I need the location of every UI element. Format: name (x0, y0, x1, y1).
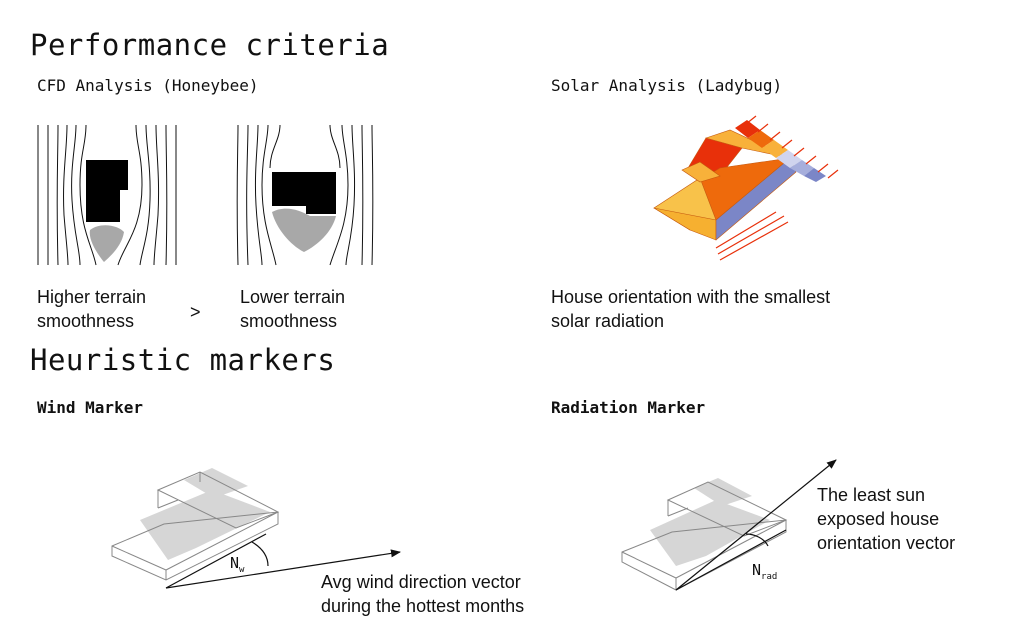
wake-zone-right (272, 208, 336, 252)
wind-house-model (111, 468, 280, 581)
radiation-caption-line2: exposed house (817, 509, 940, 529)
streamline (371, 124, 374, 266)
wind-caption-line2: during the hottest months (321, 596, 525, 616)
cfd-right-caption-line1: Lower terrain (240, 287, 346, 307)
house-shading-upper (184, 468, 248, 498)
streamline (261, 124, 277, 266)
radiation-vector-label: Nrad (752, 561, 777, 582)
house-orientation-line (675, 529, 787, 591)
radiation-marker-title: Radiation Marker (551, 398, 706, 417)
streamline (254, 124, 263, 266)
house-shading (140, 490, 270, 560)
streamline (56, 124, 59, 266)
streamline (71, 124, 81, 266)
radiation-color-legend (735, 120, 826, 182)
wind-symbol: N (230, 554, 240, 572)
wake-zone-left (89, 225, 124, 262)
cfd-left-caption-line2: smoothness (37, 311, 135, 331)
wall-blue-right (715, 157, 797, 241)
streamline (236, 124, 239, 266)
wind-subscript: w (239, 565, 245, 575)
radiation-vectors (675, 459, 837, 591)
radiation-caption-line1: The least sun (817, 485, 926, 505)
solar-caption-line1: House orientation with the smallest (551, 287, 831, 307)
wind-direction-vector (165, 549, 401, 589)
streamline (79, 124, 97, 266)
radiation-angle-arc (745, 533, 769, 547)
streamline (117, 124, 143, 266)
streamline (165, 124, 168, 266)
radiation-symbol: N (752, 561, 762, 579)
wide-building-footprint (272, 172, 336, 214)
wind-angle-arc (251, 541, 269, 567)
wind-caption-line1: Avg wind direction vector (321, 572, 521, 592)
streamline (246, 124, 249, 266)
radiation-vector (675, 459, 837, 591)
house-orientation-line (165, 533, 267, 589)
tall-building-footprint (86, 160, 128, 222)
heuristic-markers-title: Heuristic markers (30, 343, 336, 377)
cfd-analysis-title: CFD Analysis (Honeybee) (37, 76, 259, 95)
radiation-subscript: rad (761, 572, 778, 582)
streamline (329, 124, 341, 169)
cfd-right-caption-line2: smoothness (240, 311, 338, 331)
wind-caption: Avg wind direction vector during the hot… (321, 570, 524, 618)
cfd-left-caption: Higher terrain smoothness (37, 285, 146, 333)
radiation-caption: The least sun exposed house orientation … (817, 483, 955, 555)
streamline (63, 124, 69, 266)
house-outline-main (621, 519, 787, 591)
solar-roof-model (653, 129, 797, 241)
radiation-caption-line3: orientation vector (817, 533, 956, 553)
streamline (269, 124, 281, 169)
solar-caption-line2: solar radiation (551, 311, 665, 331)
streamline (345, 124, 356, 266)
streamline (139, 124, 151, 266)
cfd-right-caption: Lower terrain smoothness (240, 285, 345, 333)
comparison-sign: > (190, 302, 201, 322)
wind-vectors (165, 533, 401, 589)
house-outline-main (111, 511, 279, 581)
cfd-left-caption-line1: Higher terrain (37, 287, 147, 307)
streamline (153, 124, 160, 266)
roof-yellow-small (681, 161, 721, 183)
wind-vector-label: Nw (230, 554, 244, 575)
performance-criteria-title: Performance criteria (30, 28, 390, 62)
cfd-low-smoothness-plot (236, 124, 374, 266)
solar-analysis-title: Solar Analysis (Ladybug) (551, 76, 783, 95)
streamline (329, 124, 349, 266)
cfd-high-smoothness-plot (37, 124, 177, 266)
solar-caption: House orientation with the smallest sola… (551, 285, 830, 333)
streamline (361, 124, 364, 266)
wind-marker-title: Wind Marker (37, 398, 143, 417)
radiation-house-model (621, 478, 788, 591)
legend-tick-marks (745, 115, 839, 179)
house-shading (650, 500, 770, 566)
model-info-marks (715, 211, 789, 261)
house-shading-upper (694, 478, 752, 506)
